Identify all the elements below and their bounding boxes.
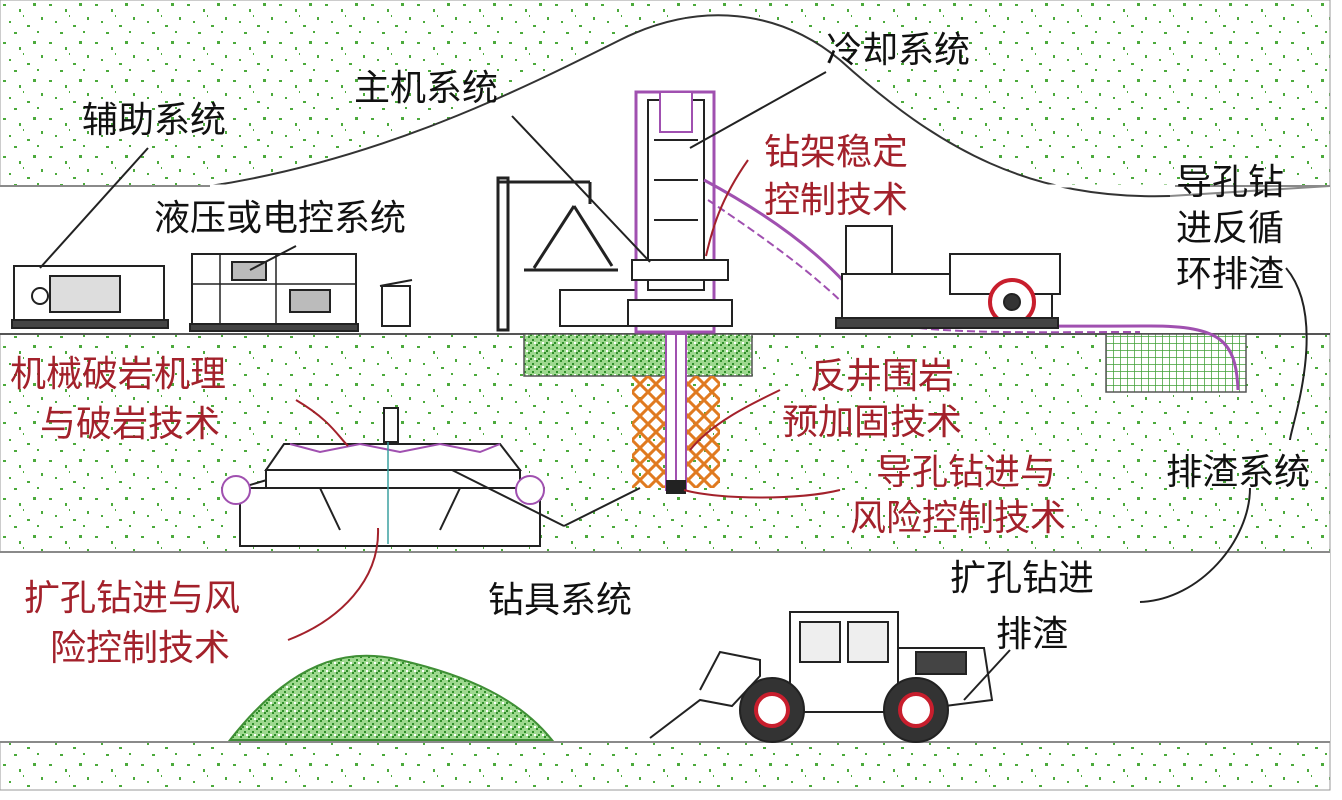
red-leader-lines	[287, 159, 841, 641]
label-reaming-risk-1: 扩孔钻进与风	[24, 578, 241, 619]
label-rock-breaking-1: 机械破岩机理	[10, 354, 227, 395]
label-reaming-slag-2: 排渣	[996, 614, 1069, 655]
loader	[649, 611, 994, 743]
label-rock-breaking-2: 与破岩技术	[40, 404, 221, 445]
label-auxiliary-system: 辅助系统	[82, 100, 227, 141]
raise-shaft	[632, 333, 720, 494]
label-pilot-reverse-2: 进反循	[1176, 208, 1285, 249]
label-cooling-system: 冷却系统	[826, 30, 971, 71]
reaming-head	[221, 407, 545, 547]
label-reaming-slag-1: 扩孔钻进	[950, 558, 1095, 599]
mud-pump	[835, 225, 1061, 329]
label-wall-prereinforcement-2: 预加固技术	[782, 402, 963, 443]
label-main-machine-system: 主机系统	[354, 68, 499, 109]
auxiliary-unit	[11, 265, 169, 329]
label-rig-stability-1: 钻架稳定	[764, 132, 909, 173]
label-pilot-drilling-risk-1: 导孔钻进与	[876, 452, 1057, 493]
label-slag-discharge-system: 排渣系统	[1166, 452, 1311, 493]
main-rig	[627, 90, 1240, 391]
label-pilot-drilling-risk-2: 风险控制技术	[850, 498, 1067, 539]
label-wall-prereinforcement-1: 反井围岩	[810, 356, 955, 397]
label-rig-stability-2: 控制技术	[764, 180, 909, 221]
leader-lines	[39, 71, 1308, 701]
crane	[496, 176, 641, 332]
muck-pile	[227, 654, 555, 741]
label-drill-tool-system: 钻具系统	[488, 580, 633, 621]
hydraulic-unit	[189, 253, 413, 332]
label-hydraulic-electric-system: 液压或电控系统	[154, 198, 407, 239]
label-pilot-reverse-3: 环排渣	[1176, 254, 1285, 295]
label-reaming-risk-2: 险控制技术	[50, 628, 231, 669]
label-pilot-reverse-1: 导孔钻	[1176, 162, 1285, 203]
